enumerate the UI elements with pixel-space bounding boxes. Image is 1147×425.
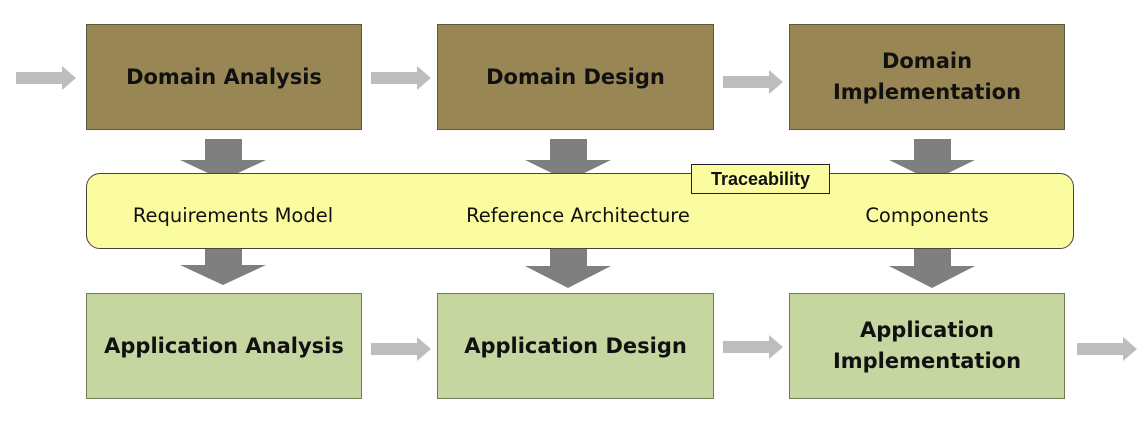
requirements-model-label: Requirements Model [132,204,334,227]
application-implementation-label: Application Implementation [832,318,1022,373]
domain-design-label: Domain Design [486,64,665,89]
down-arrow-domain-design-to-architecture [525,139,611,181]
down-arrow-model-to-application-analysis [180,243,266,285]
down-arrow-architecture-to-application-design [525,243,611,288]
down-arrow-components-to-application-implementation [889,243,975,288]
application-design-label: Application Design [464,333,687,358]
flow-arrow-domain-analysis-to-design [371,66,431,90]
application-implementation-box: Application Implementation [789,293,1065,399]
down-arrow-domain-implementation-to-components [889,139,975,181]
domain-implementation-label: Domain Implementation [832,49,1022,104]
domain-assets-band [86,173,1074,249]
down-arrow-domain-analysis-to-model [180,139,266,180]
reference-architecture-label: Reference Architecture [466,204,690,227]
application-analysis-label: Application Analysis [104,333,344,358]
components-label: Components [865,204,989,227]
traceability-tag: Traceability [691,164,830,194]
flow-arrow-in-domain-analysis [16,66,76,90]
flow-arrow-application-implementation-out [1077,337,1137,361]
flow-arrow-domain-design-to-implementation [723,70,783,94]
flow-arrow-application-analysis-to-design [371,337,431,361]
domain-implementation-box: Domain Implementation [789,24,1065,130]
flow-arrow-application-design-to-implementation [723,335,783,359]
domain-analysis-label: Domain Analysis [126,64,322,89]
application-design-box: Application Design [437,293,714,399]
application-analysis-box: Application Analysis [86,293,362,399]
traceability-label: Traceability [710,168,811,189]
domain-design-box: Domain Design [437,24,714,130]
domain-analysis-box: Domain Analysis [86,24,362,130]
